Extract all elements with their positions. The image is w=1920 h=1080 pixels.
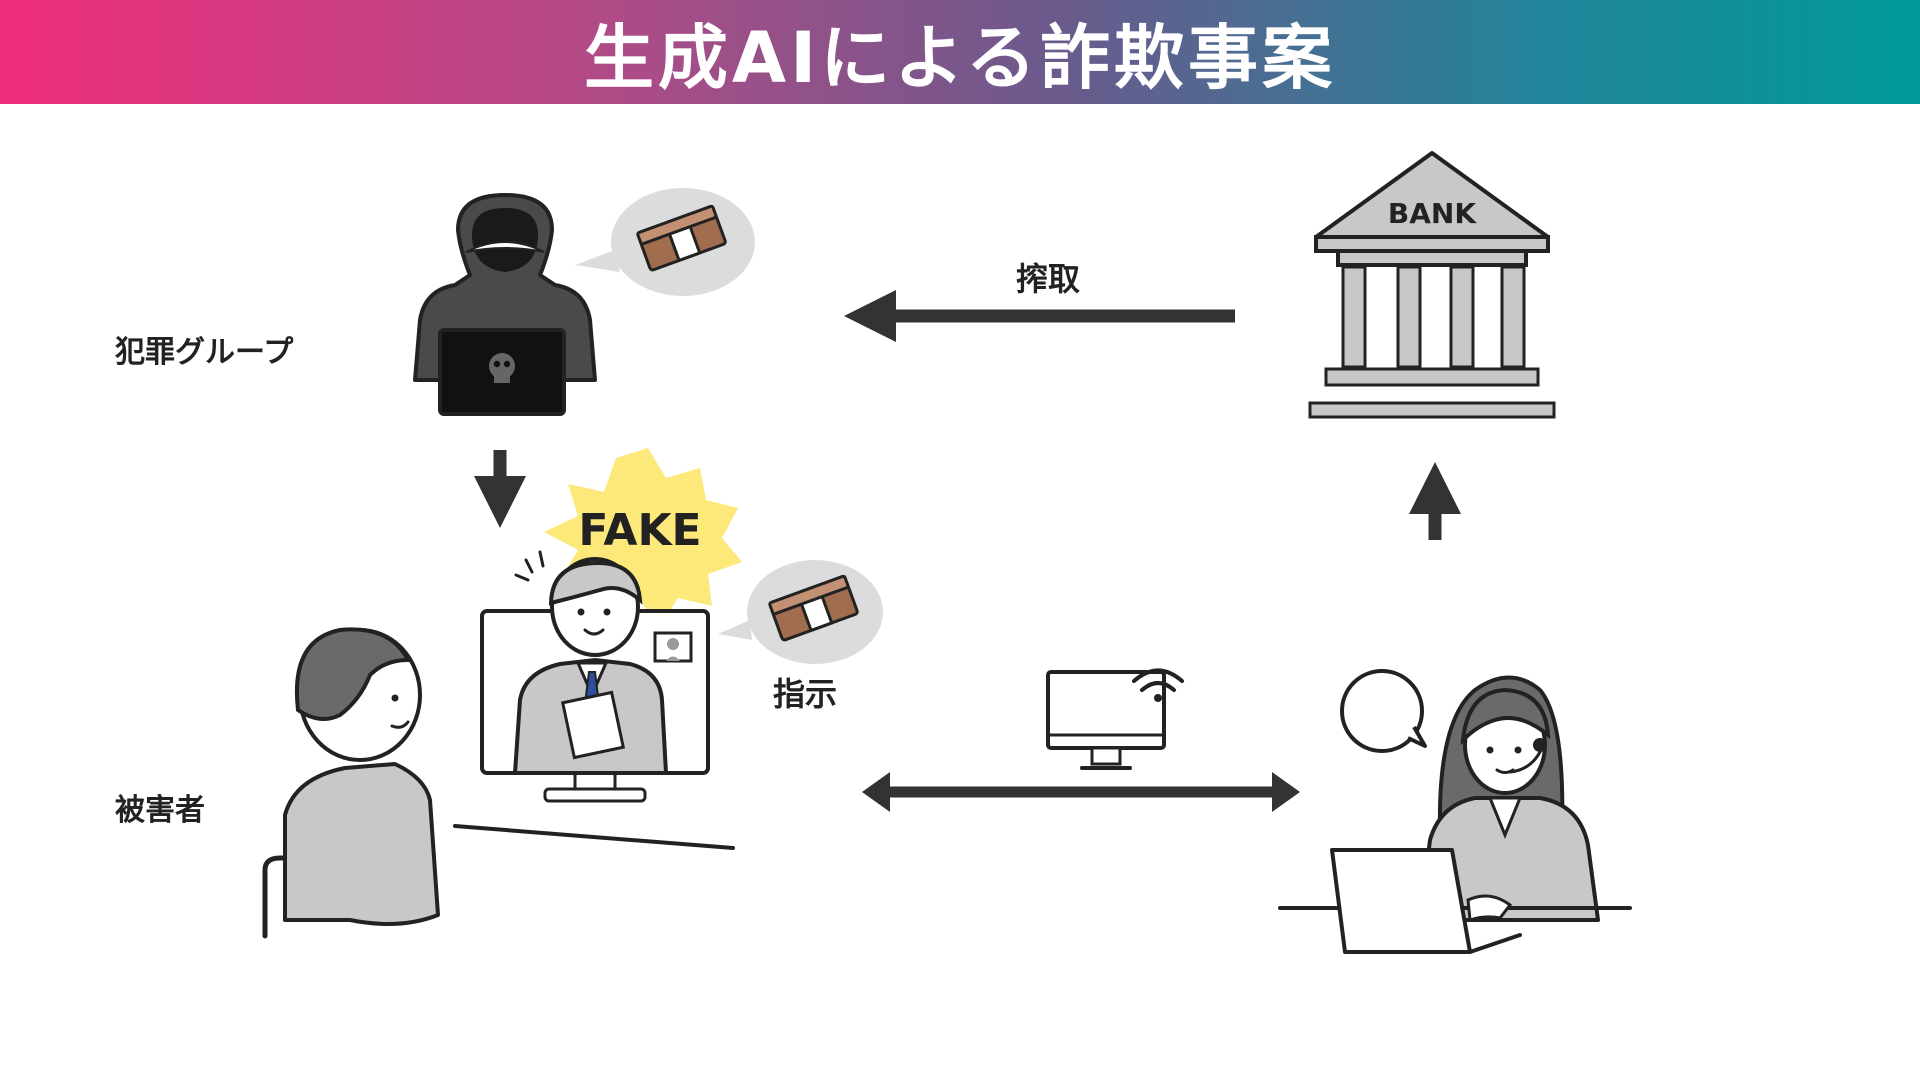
speech-bubble [1340,669,1424,753]
victim-label: 被害者 [115,793,205,828]
fake-label: FAKE [578,505,701,556]
money-bubble-instruction [718,560,883,664]
instruction-label: 指示 [773,675,837,713]
fake-businessman-figure [512,550,669,775]
laptop-icon [1330,848,1472,954]
exploit-label: 搾取 [1016,260,1080,298]
bank-building [1308,151,1556,419]
victim-figure [262,627,735,939]
cash-bundle-icon [768,574,859,642]
page-title: 生成AIによる詐欺事案 [583,16,1337,99]
wifi-icon [1132,668,1184,702]
money-bubble-top [575,188,755,296]
title-banner: 生成AIによる詐欺事案 [0,0,1920,104]
criminal-group-label: 犯罪グループ [114,335,294,370]
skull-icon [489,353,515,383]
fake-burst [544,448,742,626]
bank-label: BANK [1388,197,1477,230]
operator-figure [1278,669,1632,954]
hacker-figure [413,193,597,416]
monitor-wifi-icon [1046,668,1184,770]
headset-icon [1508,738,1547,774]
cash-bundle-icon [636,204,727,272]
desk-line [453,824,735,850]
